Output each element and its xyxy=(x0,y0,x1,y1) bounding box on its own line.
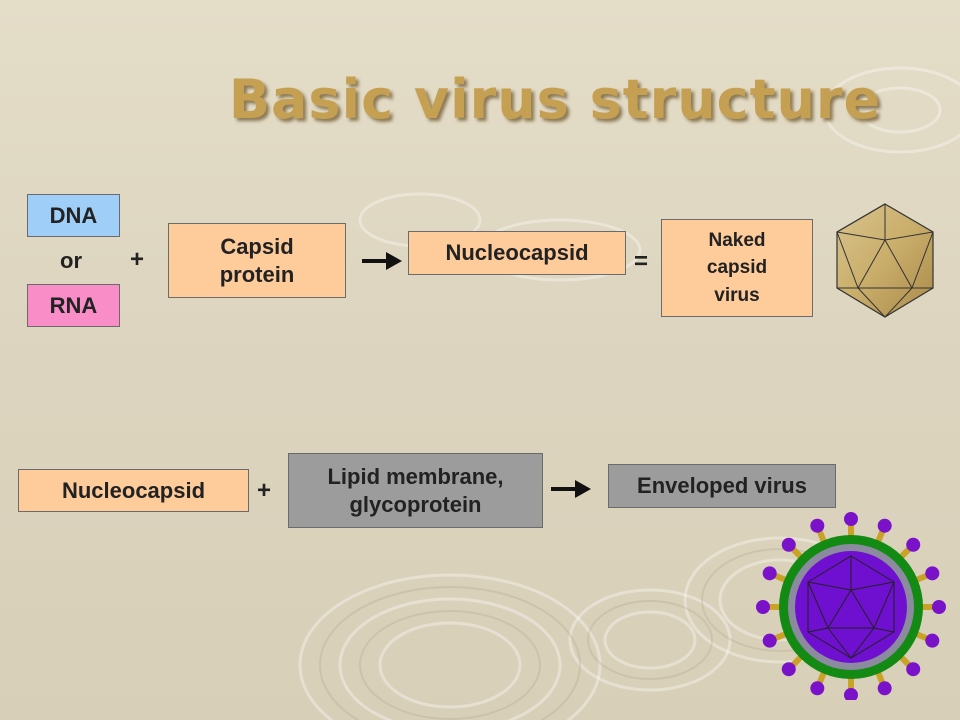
enveloped-virus-box: Enveloped virus xyxy=(608,464,836,508)
spike-head xyxy=(844,688,858,700)
nucleocapsid-label-row1: Nucleocapsid xyxy=(445,240,589,266)
enveloped-virus-label: Enveloped virus xyxy=(637,473,807,499)
icosahedron-capsid-icon xyxy=(836,203,934,318)
lipid-membrane-line1: Lipid membrane, xyxy=(327,464,504,489)
rna-label: RNA xyxy=(49,292,98,318)
naked-capsid-line1: Naked xyxy=(708,229,766,251)
spike-head xyxy=(925,566,940,581)
spike-head xyxy=(781,537,796,552)
capsid-protein-line1: Capsid xyxy=(220,234,294,259)
capsid-protein-box: Capsid protein xyxy=(168,223,346,298)
spike-head xyxy=(762,566,777,581)
spike-head xyxy=(906,662,921,677)
equals-sign: = xyxy=(634,248,649,275)
spike-head xyxy=(810,518,825,533)
enveloped-virus-icon xyxy=(756,512,946,700)
lipid-membrane-box: Lipid membrane, glycoprotein xyxy=(288,453,543,528)
nucleocapsid-label-row2: Nucleocapsid xyxy=(61,477,206,503)
capsid-protein-line2: protein xyxy=(219,261,295,287)
spike-head xyxy=(925,633,940,648)
plus-sign-row2: + xyxy=(257,477,272,504)
spike-head xyxy=(906,537,921,552)
lipid-membrane-line2: glycoprotein xyxy=(349,491,482,517)
spike-head xyxy=(844,512,858,526)
dna-box: DNA xyxy=(27,194,120,237)
spike-head xyxy=(810,681,825,696)
or-label: or xyxy=(60,248,82,273)
spike-head xyxy=(932,600,946,614)
nucleocapsid-box-row2: Nucleocapsid xyxy=(18,469,249,512)
rna-box: RNA xyxy=(27,284,120,327)
spike-head xyxy=(762,633,777,648)
plus-sign-row1: + xyxy=(130,246,145,273)
arrow-icon-row2 xyxy=(551,480,591,498)
spike-head xyxy=(877,681,892,696)
arrow-icon-row1 xyxy=(362,252,402,270)
slide-title: Basic virus structure xyxy=(228,68,882,131)
spike-head xyxy=(756,600,770,614)
spike-head xyxy=(781,662,796,677)
naked-capsid-line2: capsid xyxy=(706,257,768,279)
nucleocapsid-box-row1: Nucleocapsid xyxy=(408,231,626,275)
spike-head xyxy=(877,518,892,533)
naked-capsid-virus-box: Naked capsid virus xyxy=(661,219,813,317)
dna-label: DNA xyxy=(49,202,98,228)
naked-capsid-line3: virus xyxy=(714,284,760,306)
